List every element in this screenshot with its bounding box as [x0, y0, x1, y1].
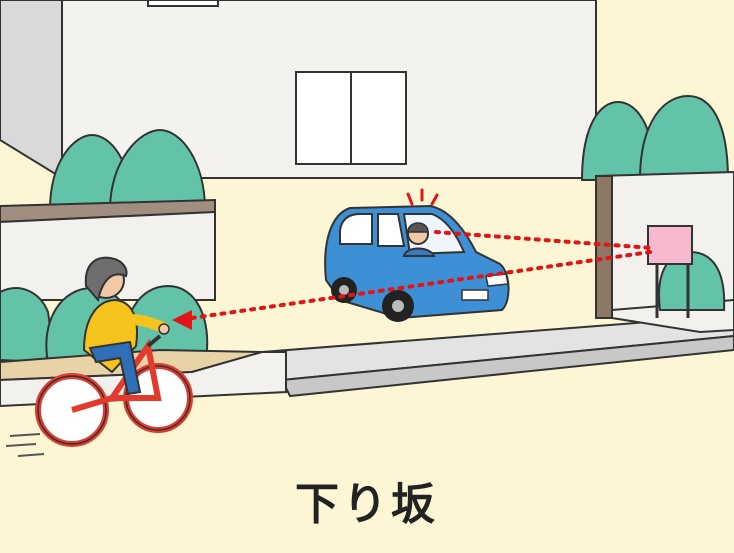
cyclist [5, 256, 193, 457]
sign [647, 225, 693, 318]
car-wheel-front [382, 290, 414, 322]
rider [82, 256, 170, 396]
left-hedge-back [48, 128, 207, 211]
alert-marks [406, 188, 439, 206]
sight-lines [190, 230, 654, 320]
house-door [295, 71, 407, 165]
car [324, 188, 510, 322]
sight-arrowhead [172, 310, 192, 330]
right-hedge-back [580, 94, 730, 181]
driver [402, 222, 436, 257]
car-wheel-rear [331, 277, 357, 303]
bicycle [35, 334, 193, 447]
motion-lines [5, 433, 45, 457]
left-wall [0, 198, 216, 301]
caption: 下り坂 [295, 479, 439, 530]
